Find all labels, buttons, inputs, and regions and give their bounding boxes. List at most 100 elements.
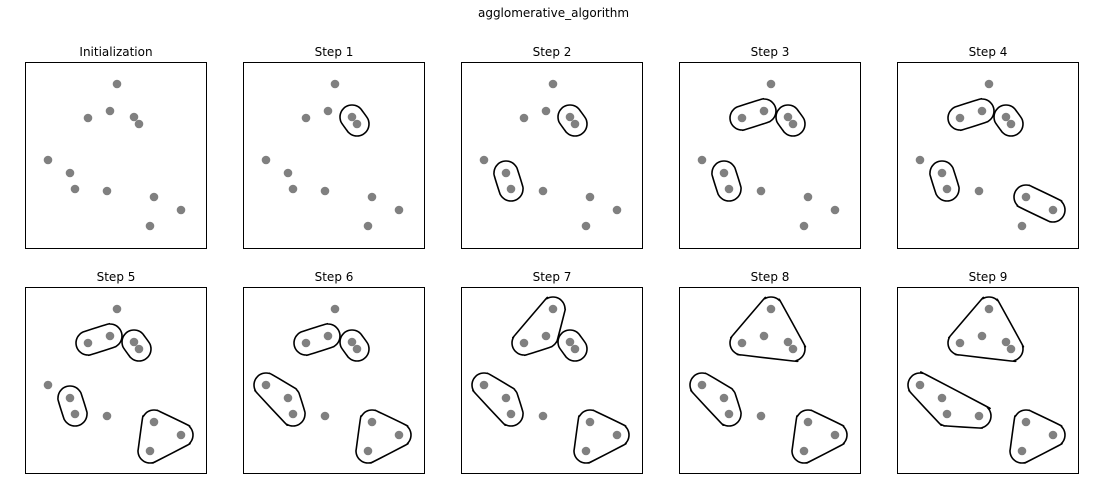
data-point	[43, 155, 53, 165]
data-point	[788, 119, 798, 129]
data-point	[799, 221, 809, 231]
data-point	[367, 192, 377, 202]
data-point	[915, 380, 925, 390]
panel-plot	[907, 296, 1066, 464]
data-point	[479, 155, 489, 165]
data-point	[697, 380, 707, 390]
data-point	[1021, 417, 1031, 427]
panel-plot	[471, 296, 630, 464]
data-point	[541, 106, 551, 116]
data-point	[830, 430, 840, 440]
data-point	[288, 409, 298, 419]
data-point	[479, 380, 489, 390]
data-point	[363, 221, 373, 231]
panel-initialization	[25, 62, 207, 249]
data-point	[737, 113, 747, 123]
data-point	[134, 119, 144, 129]
data-point	[1048, 430, 1058, 440]
cluster-outline	[493, 160, 524, 202]
panel-plot	[697, 79, 840, 231]
cluster-outline	[557, 329, 588, 362]
data-point	[367, 417, 377, 427]
data-point	[149, 192, 159, 202]
data-point	[363, 446, 373, 456]
data-point	[974, 411, 984, 421]
data-point	[570, 119, 580, 129]
cluster-outline	[711, 160, 742, 202]
data-point	[70, 409, 80, 419]
data-point	[83, 113, 93, 123]
panel-plot	[479, 79, 622, 231]
data-point	[506, 409, 516, 419]
data-point	[501, 393, 511, 403]
data-point	[697, 155, 707, 165]
panel-plot	[253, 304, 412, 464]
data-point	[942, 184, 952, 194]
panel-title: Step 2	[532, 45, 572, 59]
data-point	[129, 337, 139, 347]
data-point	[1017, 446, 1027, 456]
data-point	[320, 411, 330, 421]
data-point	[149, 417, 159, 427]
data-point	[724, 184, 734, 194]
panel-plot	[43, 79, 186, 231]
data-point	[352, 119, 362, 129]
panel-step-9	[897, 287, 1079, 474]
cluster-outline	[339, 329, 370, 362]
data-point	[320, 186, 330, 196]
data-point	[129, 112, 139, 122]
data-point	[301, 113, 311, 123]
data-point	[1006, 344, 1016, 354]
panel-title: Initialization	[79, 45, 153, 59]
cluster-outline	[293, 322, 341, 357]
data-point	[724, 409, 734, 419]
data-point	[719, 168, 729, 178]
data-point	[783, 112, 793, 122]
panel-step-1	[243, 62, 425, 249]
data-point	[394, 205, 404, 215]
figure-title: agglomerative_algorithm	[477, 6, 630, 20]
panel-title: Step 4	[968, 45, 1008, 59]
data-point	[65, 168, 75, 178]
data-point	[937, 393, 947, 403]
data-point	[984, 304, 994, 314]
data-point	[766, 304, 776, 314]
panel-step-6	[243, 287, 425, 474]
cluster-outline	[729, 296, 807, 363]
data-point	[347, 337, 357, 347]
cluster-outline	[75, 322, 123, 357]
data-point	[541, 331, 551, 341]
data-point	[105, 106, 115, 116]
cluster-outline	[791, 409, 848, 464]
data-point	[65, 393, 75, 403]
panel-plot	[261, 79, 404, 231]
panel-title: Step 6	[314, 270, 354, 284]
data-point	[1017, 221, 1027, 231]
data-point	[759, 106, 769, 116]
data-point	[548, 304, 558, 314]
cluster-outline	[947, 97, 995, 132]
data-point	[756, 411, 766, 421]
cluster-outline	[557, 104, 588, 137]
cluster-outline	[775, 104, 806, 137]
data-point	[394, 430, 404, 440]
data-point	[283, 168, 293, 178]
cluster-outline	[471, 372, 524, 427]
data-point	[719, 393, 729, 403]
data-point	[548, 79, 558, 89]
cluster-outline	[573, 409, 630, 464]
data-point	[803, 192, 813, 202]
data-point	[105, 331, 115, 341]
cluster-outline	[511, 296, 567, 357]
data-point	[283, 393, 293, 403]
data-point	[1001, 337, 1011, 347]
cluster-outline	[57, 385, 88, 427]
data-point	[984, 79, 994, 89]
data-point	[830, 205, 840, 215]
data-point	[1006, 119, 1016, 129]
data-point	[145, 446, 155, 456]
data-point	[261, 380, 271, 390]
data-point	[1001, 112, 1011, 122]
data-point	[330, 79, 340, 89]
cluster-outline	[1013, 184, 1066, 223]
